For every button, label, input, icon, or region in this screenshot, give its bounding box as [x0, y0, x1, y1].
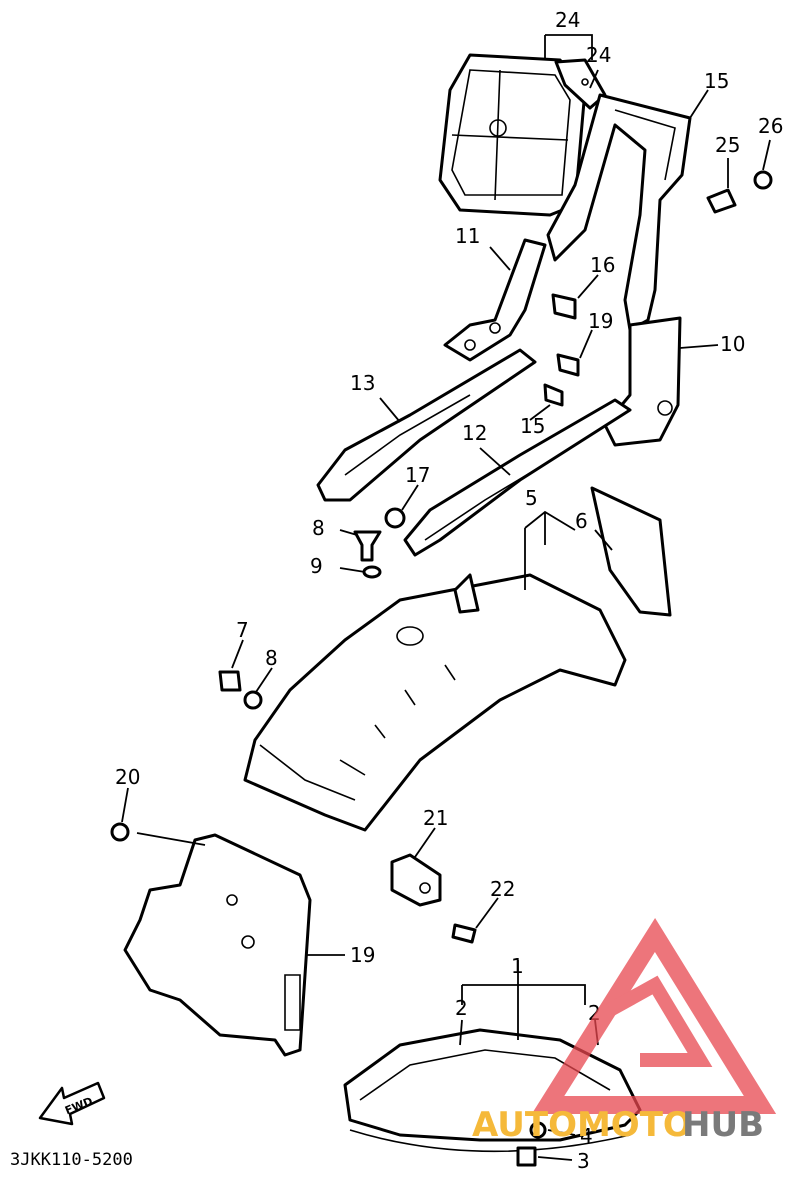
callout-5: 5	[525, 486, 538, 510]
callout-13: 12	[462, 421, 487, 445]
washer-10	[362, 565, 382, 579]
bolt-19	[556, 353, 580, 377]
callout-25: 24	[586, 43, 611, 67]
callout-24: 24	[555, 8, 580, 32]
callout-3: 3	[577, 1149, 590, 1173]
nut-4	[529, 1121, 547, 1139]
bolt-21	[110, 822, 130, 842]
callout-23: 22	[490, 877, 515, 901]
callout-7: 7	[236, 618, 249, 642]
fender-lining	[123, 833, 312, 1057]
right-rail	[403, 398, 632, 557]
rear-fender	[243, 573, 627, 832]
tail-light-bracket	[390, 853, 442, 907]
bolt-26	[706, 188, 737, 214]
nut-8	[243, 690, 263, 710]
nut-27	[753, 170, 773, 190]
callout-20: 19	[350, 943, 375, 967]
callout-9: 8	[312, 516, 325, 540]
callout-6: 6	[575, 509, 588, 533]
callout-18: 17	[405, 463, 430, 487]
callout-10: 9	[310, 554, 323, 578]
bolt-16	[543, 383, 564, 407]
callout-2-left: 2	[455, 996, 468, 1020]
callout-26: 25	[715, 133, 740, 157]
watermark-logo	[531, 917, 777, 1114]
watermark-text-auto: AUTOMOTO	[472, 1105, 692, 1145]
callout-4: 4	[580, 1124, 593, 1148]
callout-8: 8	[265, 646, 278, 670]
reflector-plate	[590, 486, 672, 617]
callout-1: 1	[511, 954, 524, 978]
bolt-7	[218, 670, 242, 692]
left-bracket	[443, 238, 547, 362]
callout-21: 20	[115, 765, 140, 789]
callout-14: 13	[350, 371, 375, 395]
callout-12: 11	[455, 224, 480, 248]
bolt-3	[516, 1146, 537, 1167]
bolt-17	[551, 293, 577, 320]
right-side-plate	[603, 316, 682, 447]
callout-19: 19	[588, 309, 613, 333]
callout-11: 10	[720, 332, 745, 356]
watermark-inner-mark	[606, 975, 713, 1067]
left-rail	[316, 348, 537, 502]
callout-22: 21	[423, 806, 448, 830]
callout-15: 15	[704, 69, 729, 93]
leader-lines	[121, 34, 771, 1161]
diagram-code: 3JKK110-5200	[10, 1150, 133, 1170]
bolt-18	[384, 507, 406, 529]
watermark-triangle-icon	[531, 917, 777, 1114]
sissy-bar-upright	[546, 93, 692, 332]
callout-27: 26	[758, 114, 783, 138]
screw-23	[451, 923, 477, 944]
callout-17: 16	[590, 253, 615, 277]
watermark-text-hub: HUB	[682, 1105, 764, 1145]
callout-16: 15	[520, 414, 545, 438]
fwd-arrow: FWD	[38, 1081, 106, 1126]
bolt-9	[353, 530, 382, 562]
